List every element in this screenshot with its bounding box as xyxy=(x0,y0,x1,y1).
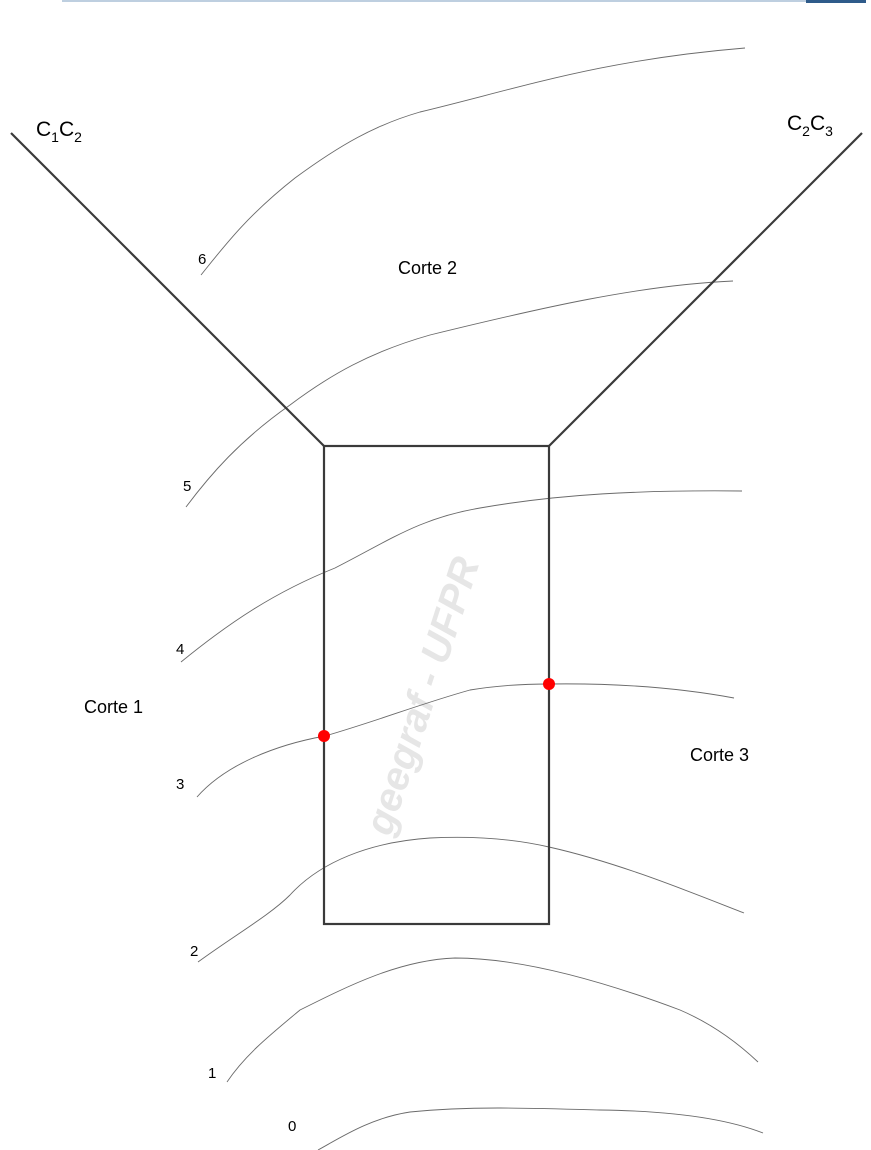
corner-right-c2: C xyxy=(810,112,825,135)
intersection-point-right xyxy=(543,678,555,690)
contour-label-3: 3 xyxy=(176,776,184,793)
contour-label-2: 2 xyxy=(190,943,198,960)
contour-line-3 xyxy=(196,683,735,798)
cut-line-c2c3 xyxy=(548,132,863,447)
corner-label-c1c2: C1C2 xyxy=(36,118,82,145)
contour-line-6 xyxy=(200,47,746,276)
corner-left-sub1: 1 xyxy=(51,129,59,145)
contour-label-5: 5 xyxy=(183,478,191,495)
region-label-corte-3: Corte 3 xyxy=(690,745,749,765)
cut-line-c1c2 xyxy=(10,132,325,447)
corner-right-sub2: 3 xyxy=(825,123,833,139)
intersection-point-left xyxy=(318,730,330,742)
contour-label-1: 1 xyxy=(208,1065,216,1082)
header-tab xyxy=(806,0,866,3)
contour-line-0 xyxy=(317,1107,764,1150)
contour-line-5 xyxy=(185,280,734,508)
corner-left-c2: C xyxy=(59,118,74,141)
contour-line-4 xyxy=(180,490,743,663)
contour-label-0: 0 xyxy=(288,1118,296,1135)
contour-label-6: 6 xyxy=(198,251,206,268)
contour-line-2 xyxy=(197,836,745,963)
corner-right-sub1: 2 xyxy=(802,123,810,139)
region-label-corte-2: Corte 2 xyxy=(398,258,457,278)
region-label-corte-1: Corte 1 xyxy=(84,697,143,717)
corner-left-c1: C xyxy=(36,118,51,141)
corner-label-c2c3: C2C3 xyxy=(787,112,833,139)
corner-right-c1: C xyxy=(787,112,802,135)
contour-label-4: 4 xyxy=(176,641,184,658)
watermark: geegraf - UFPR xyxy=(357,552,488,841)
contour-line-1 xyxy=(226,957,759,1083)
corner-left-sub2: 2 xyxy=(74,129,82,145)
